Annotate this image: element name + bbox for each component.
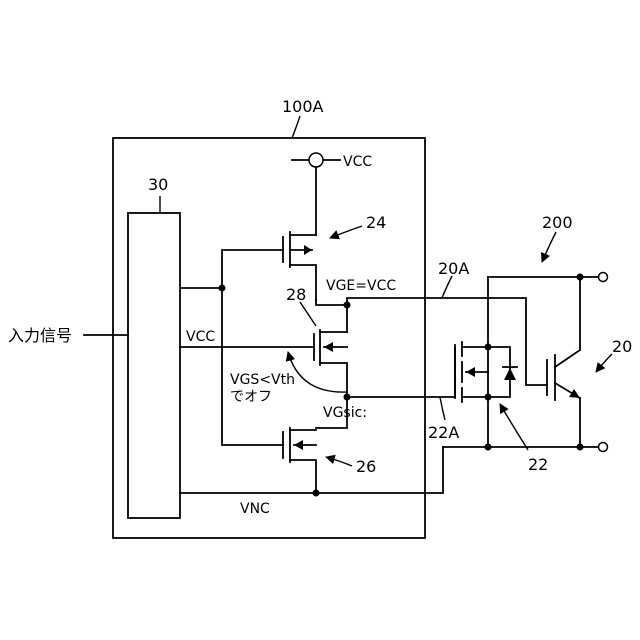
label-input-signal: 入力信号: [8, 326, 72, 345]
label-20: 20: [612, 337, 632, 356]
tr24-arrow: [304, 245, 312, 255]
leader-22: [500, 404, 528, 450]
leader-100a: [292, 116, 300, 138]
terminal-bottom: [599, 443, 608, 452]
wire-vgsic-to-sic: [347, 348, 455, 397]
leader-20: [596, 354, 612, 372]
node-vnc: [313, 490, 320, 497]
label-vgs-vth: VGS<Vth: [230, 372, 295, 388]
arrow-vgs-off: [288, 352, 347, 392]
label-24: 24: [366, 213, 386, 232]
node-gate-bus: [219, 285, 226, 292]
igbt-collector: [555, 350, 580, 367]
tr28-arrow: [324, 342, 333, 352]
label-vgsic: VGsic:: [323, 405, 367, 421]
label-200: 200: [542, 213, 573, 232]
label-22: 22: [528, 455, 548, 474]
label-22a: 22A: [428, 423, 459, 442]
leader-26: [326, 457, 352, 466]
leader-24: [330, 226, 362, 238]
vcc-supply-circle: [309, 153, 323, 167]
sic-arrow: [466, 367, 475, 377]
wire-vge-to-igbt: [347, 298, 547, 385]
diode-wire: [488, 347, 510, 397]
label-vge-vcc: VGE=VCC: [326, 278, 396, 294]
wire-vnc: [180, 447, 443, 493]
leader-200: [542, 232, 556, 262]
leader-28: [300, 302, 316, 326]
terminal-top: [599, 273, 608, 282]
label-de-ofu: でオフ: [230, 389, 272, 405]
label-20a: 20A: [438, 259, 469, 278]
label-26: 26: [356, 457, 376, 476]
leader-20a: [442, 276, 452, 298]
node-vge: [344, 302, 351, 309]
label-100a: 100A: [282, 97, 324, 116]
tr26-arrow: [294, 440, 303, 450]
label-28: 28: [286, 285, 306, 304]
label-vnc: VNC: [240, 501, 270, 517]
tr28-top-wire: [316, 300, 347, 332]
node-sic-drain: [485, 344, 492, 351]
label-30: 30: [148, 175, 168, 194]
tr26-drain-source: [290, 430, 316, 493]
node-sic-source: [485, 394, 492, 401]
block-30: [128, 213, 180, 518]
label-vcc-line: VCC: [186, 329, 215, 345]
tr28-drain-source: [320, 332, 347, 397]
leader-22a: [440, 397, 445, 420]
label-vcc-supply: VCC: [343, 154, 372, 170]
igbt-emitter-arrow: [569, 389, 580, 398]
diode-triangle: [504, 368, 516, 380]
